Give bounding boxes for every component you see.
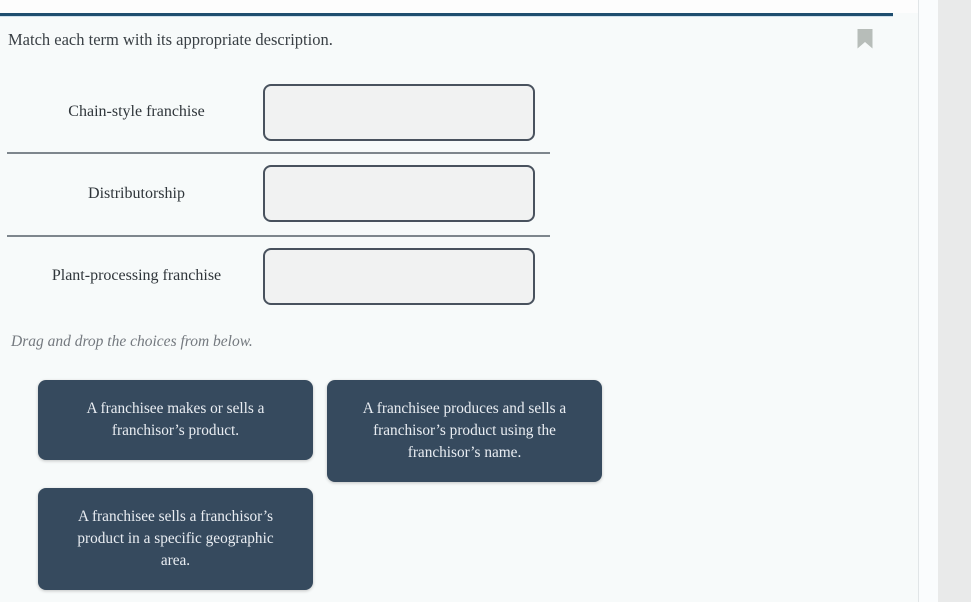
top-strip xyxy=(0,0,918,13)
choice-card[interactable]: A franchisee makes or sells a franchisor… xyxy=(38,380,313,460)
row-divider xyxy=(7,235,550,237)
answer-drop-zone[interactable] xyxy=(263,248,535,305)
row-divider xyxy=(7,152,550,154)
question-top-border xyxy=(0,13,893,17)
question-prompt: Match each term with its appropriate des… xyxy=(8,30,333,49)
term-label: Plant-processing franchise xyxy=(51,267,222,284)
answer-drop-zone[interactable] xyxy=(263,84,535,141)
term-label: Chain-style franchise xyxy=(68,103,205,120)
choice-card[interactable]: A franchisee produces and sells a franch… xyxy=(327,380,602,482)
bookmark-icon xyxy=(857,29,873,53)
choices-container: A franchisee makes or sells a franchisor… xyxy=(38,380,618,590)
drag-drop-instruction: Drag and drop the choices from below. xyxy=(11,333,253,350)
right-gutter xyxy=(919,0,938,602)
answer-drop-zone[interactable] xyxy=(263,165,535,222)
bookmark-button[interactable] xyxy=(857,29,875,51)
term-label: Distributorship xyxy=(88,185,185,202)
question-panel: Match each term with its appropriate des… xyxy=(0,0,919,602)
choice-card[interactable]: A franchisee sells a franchisor’s produc… xyxy=(38,488,313,590)
